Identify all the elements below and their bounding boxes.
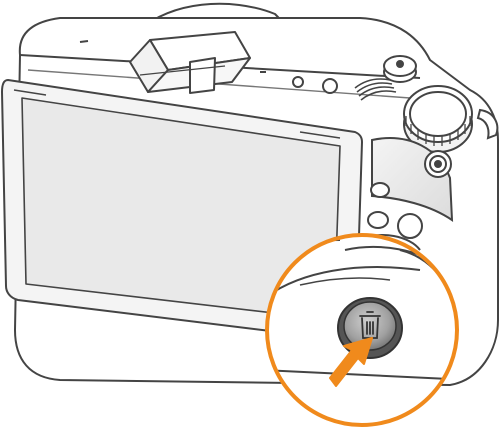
hot-shoe (129, 31, 251, 94)
delete-button (337, 297, 403, 359)
press-arrow-icon (329, 337, 373, 387)
strap-lug (476, 108, 499, 140)
trash-can-icon (359, 311, 381, 339)
shutter-dial (383, 55, 417, 83)
lcd-screen (1, 79, 363, 341)
top-marks (79, 40, 338, 94)
command-dial (403, 85, 473, 153)
top-vents (354, 78, 397, 101)
rec-button (424, 150, 452, 178)
callout-ring (265, 233, 459, 427)
